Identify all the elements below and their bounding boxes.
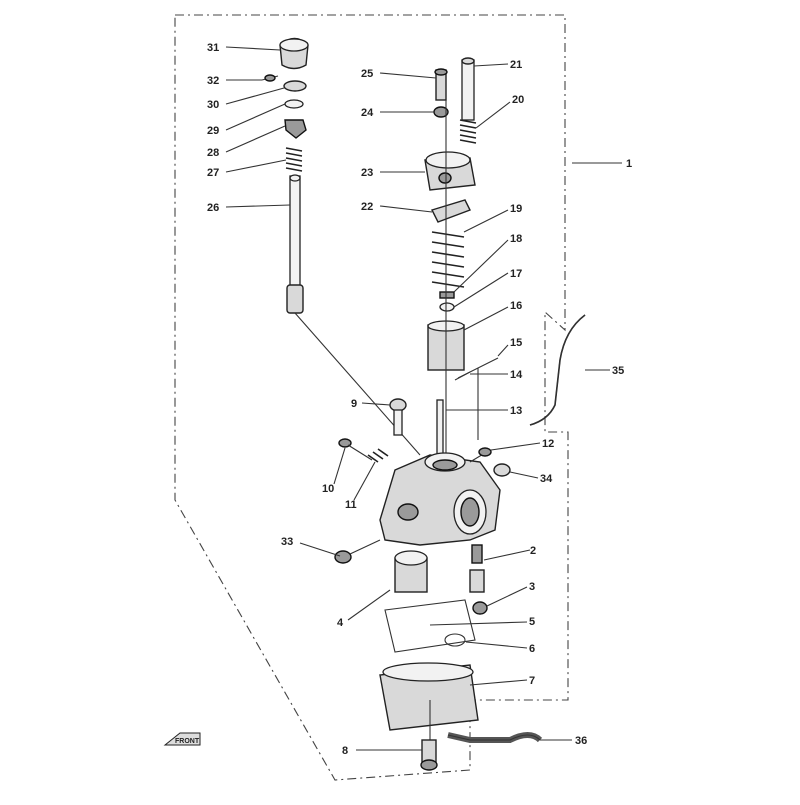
part-32-screw	[261, 74, 279, 82]
callout-21: 21	[510, 59, 522, 71]
part-23-mixing-cap	[424, 151, 476, 191]
part-8-drain-screw	[420, 739, 438, 771]
callout-18: 18	[510, 233, 522, 245]
part-31-choke-cap	[279, 37, 309, 70]
part-5-gasket	[384, 599, 476, 653]
callout-20: 20	[512, 94, 524, 106]
callout-8: 8	[342, 745, 348, 757]
part-34-cap	[493, 463, 511, 477]
part-29-o-ring	[284, 99, 304, 109]
callout-4: 4	[337, 617, 344, 629]
part-10-screw	[338, 438, 373, 461]
part-18-needle-clip	[439, 291, 455, 299]
part-25-adjuster	[434, 68, 448, 101]
part-2-jet	[469, 544, 485, 593]
callout-28: 28	[207, 147, 219, 159]
leader-lines	[225, 46, 622, 751]
part-28-nut	[284, 119, 307, 139]
part-35-fuel-hose	[529, 314, 586, 426]
callout-34: 34	[540, 473, 553, 485]
part-3-nut	[472, 601, 488, 615]
assembly-boundary	[174, 14, 569, 781]
callout-11: 11	[345, 499, 357, 511]
callout-33: 33	[281, 536, 293, 548]
part-19-throttle-spring	[431, 231, 465, 288]
part-20-spring	[459, 119, 477, 144]
part-7-float-bowl	[379, 662, 479, 731]
part-26-choke-plunger	[286, 174, 304, 314]
callout-24: 24	[361, 107, 374, 119]
part-21-cable-adjuster	[461, 57, 475, 121]
callout-14: 14	[510, 369, 523, 381]
callout-1: 1	[626, 158, 632, 170]
callout-2: 2	[530, 545, 536, 557]
callout-31: 31	[207, 42, 219, 54]
callout-29: 29	[207, 125, 219, 137]
part-12-fitting	[469, 447, 492, 463]
front-label: FRONT	[175, 738, 200, 745]
callout-15: 15	[510, 337, 522, 349]
callout-labels: 31 32 30 29 28 27 26 25 21 24 20 23 22 1…	[207, 42, 632, 757]
callout-35: 35	[612, 365, 624, 377]
part-14-clip	[454, 371, 471, 381]
part-36-overflow-hose	[447, 732, 543, 743]
part-27-spring	[285, 147, 303, 172]
callout-32: 32	[207, 75, 219, 87]
part-30-washer	[283, 80, 307, 92]
callout-10: 10	[322, 483, 334, 495]
callout-19: 19	[510, 203, 522, 215]
part-9-screw	[389, 398, 407, 436]
callout-25: 25	[361, 68, 373, 80]
part-4-float	[394, 550, 428, 593]
callout-30: 30	[207, 99, 219, 111]
part-13-needle-jet	[436, 368, 479, 456]
callout-23: 23	[361, 167, 373, 179]
part-33-bolt	[334, 539, 381, 564]
callout-5: 5	[529, 616, 535, 628]
callout-16: 16	[510, 300, 522, 312]
part-6-clip	[444, 633, 466, 647]
front-arrow-indicator: FRONT	[163, 732, 201, 746]
callout-27: 27	[207, 167, 219, 179]
callout-7: 7	[529, 675, 535, 687]
callout-12: 12	[542, 438, 554, 450]
callout-22: 22	[361, 201, 373, 213]
callout-9: 9	[351, 398, 357, 410]
part-11-spring	[367, 448, 389, 463]
callout-13: 13	[510, 405, 522, 417]
callout-6: 6	[529, 643, 535, 655]
callout-36: 36	[575, 735, 587, 747]
callout-17: 17	[510, 268, 522, 280]
part-22-gasket	[431, 199, 471, 223]
part-17-seat	[439, 302, 455, 312]
carburetor-body	[379, 452, 501, 546]
callout-3: 3	[529, 581, 535, 593]
callout-26: 26	[207, 202, 219, 214]
